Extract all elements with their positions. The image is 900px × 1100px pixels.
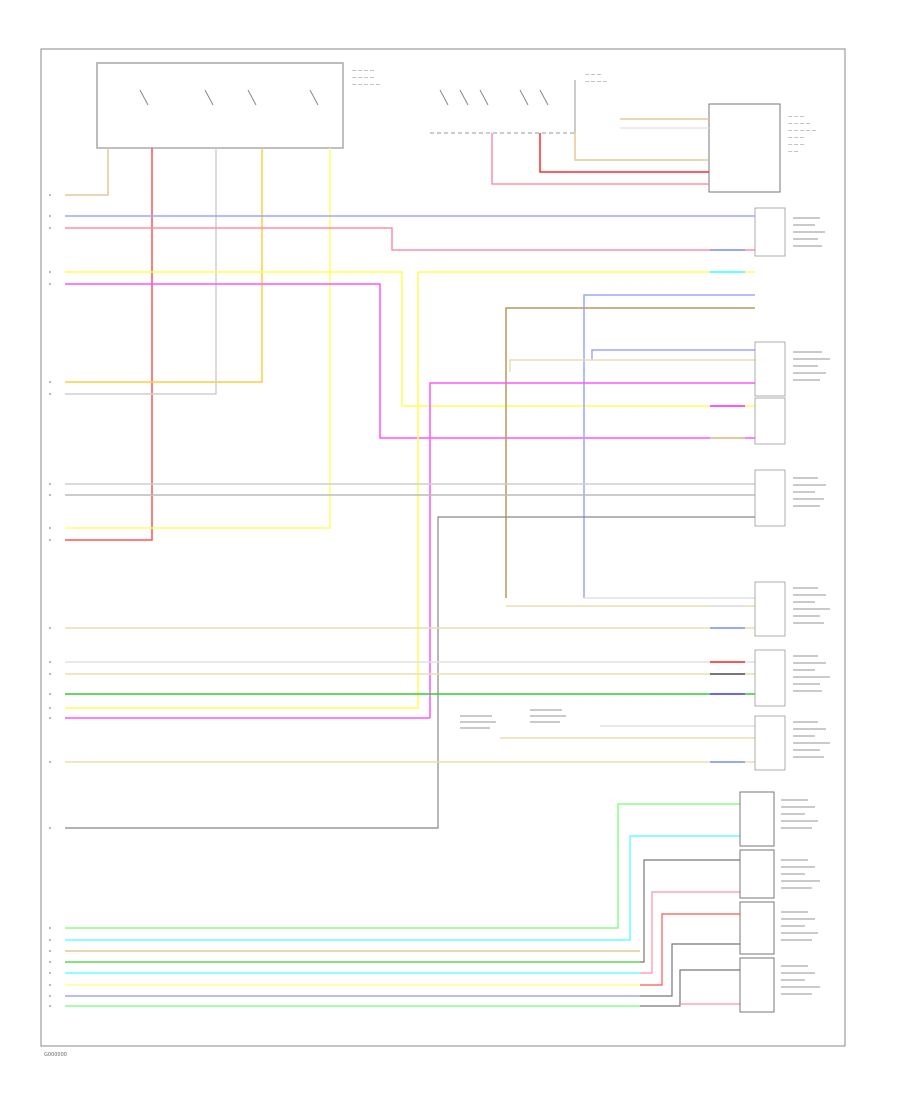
svg-text:— — — — —: — — — — — — [352, 83, 381, 88]
wire-red-module — [539, 133, 709, 173]
svg-text:— — — —: — — — — — [788, 122, 811, 127]
top-right-module: — — — — — — — — — — — — — — — — — — — — — [708, 103, 817, 193]
wire-pink-module — [491, 133, 709, 185]
svg-text:— — —: — — — — [788, 115, 805, 120]
wire-red-drop — [65, 148, 153, 541]
svg-text:— — —: — — — — [585, 73, 602, 78]
wire-yellow-3 — [65, 272, 419, 709]
left-pin-marks — [49, 194, 51, 1007]
connector-stubs — [710, 249, 745, 763]
connector-text-blocks — [781, 217, 830, 995]
diagram-frame — [40, 48, 846, 1047]
wire-tan-module — [574, 133, 709, 161]
footer-code: G000000 — [44, 1052, 67, 1058]
svg-text:— — — —: — — — — — [352, 76, 375, 81]
svg-text:— — — —: — — — — — [352, 69, 375, 74]
svg-text:— — — — —: — — — — — — [788, 129, 817, 134]
wire-orange-drop — [65, 148, 263, 383]
svg-text:— — — —: — — — — — [585, 80, 608, 85]
wire-dkgray-1 — [65, 516, 755, 829]
wire-blue-2 — [583, 294, 755, 598]
top-left-switch-assembly: — — — — — — — — — — — — — — [96, 62, 381, 149]
svg-text:— —: — — — [788, 150, 799, 155]
svg-text:— — —: — — — — [788, 143, 805, 148]
wire-yellow-1 — [65, 271, 755, 407]
wire-yellow-drop — [65, 148, 331, 529]
wire-beige-1 — [509, 359, 755, 372]
top-right-switch-assembly: — — — — — — — — [430, 73, 608, 134]
wire-brown-1 — [505, 307, 755, 598]
wire-magenta-2 — [429, 382, 755, 718]
wire-cyan-b1 — [65, 835, 740, 941]
wire-blue-3 — [591, 349, 755, 360]
wire-pink-1 — [65, 227, 755, 251]
right-connector-blocks — [739, 207, 786, 1013]
wire-white-drop — [65, 148, 217, 395]
svg-text:— — —: — — — — [788, 136, 805, 141]
component-labels-mid — [460, 709, 566, 729]
wire-tan-drop — [65, 148, 109, 196]
wire-magenta-1 — [65, 283, 755, 439]
wire-ltgreen-b1 — [65, 803, 740, 929]
